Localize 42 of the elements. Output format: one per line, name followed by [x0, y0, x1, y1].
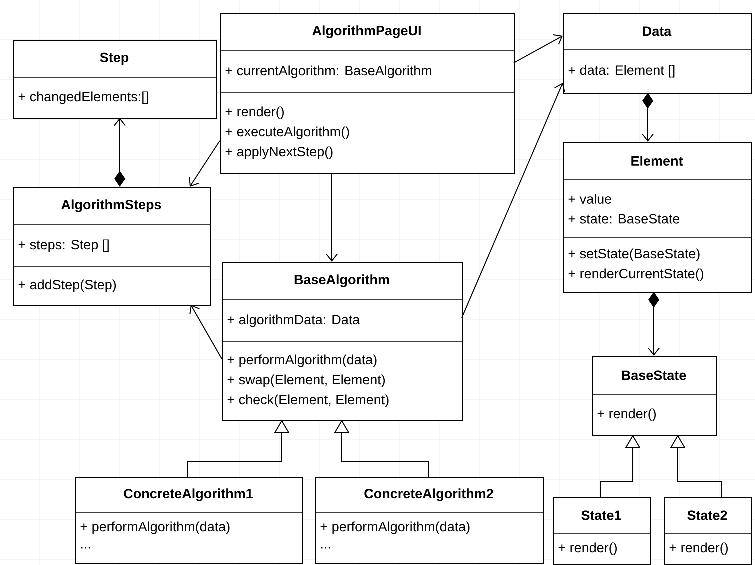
- member-text: + render(): [226, 106, 284, 120]
- member-text: + check(Element, Element): [228, 394, 389, 408]
- member-text: + steps: Step []: [18, 240, 109, 252]
- member-text: + data: Element []: [568, 65, 675, 78]
- association-arrow: [514, 34, 563, 64]
- member-text: + render(): [558, 542, 617, 556]
- member-text: ...: [81, 547, 90, 549]
- association-arrow: [189, 140, 220, 187]
- composition-arrow: [648, 292, 660, 356]
- member-text: + performAlgorithm(data): [228, 354, 377, 368]
- member-text: + render(): [598, 408, 656, 422]
- member-text: + value: [568, 194, 612, 204]
- member-text: ...: [321, 547, 330, 549]
- member-text: + render(): [670, 542, 728, 556]
- class-name: State2: [688, 510, 728, 520]
- class-name: Data: [643, 26, 672, 36]
- member-text: + changedElements:[]: [18, 92, 148, 104]
- class-name: Step: [100, 52, 129, 66]
- class-name: BaseState: [622, 370, 686, 380]
- class-name: ConcreteAlgorithm1: [124, 488, 253, 502]
- composition-arrow: [114, 118, 126, 187]
- association-arrow: [462, 83, 566, 318]
- member-text: + addStep(Step): [18, 280, 116, 292]
- member-text: + renderCurrentState(): [568, 268, 704, 282]
- member-text: + algorithmData: Data: [228, 314, 360, 328]
- member-text: + currentAlgorithm: BaseAlgorithm: [226, 66, 432, 78]
- member-text: + executeAlgorithm(): [226, 126, 350, 140]
- member-text: + performAlgorithm(data): [80, 522, 230, 534]
- composition-arrow: [642, 93, 654, 142]
- member-text: + applyNextStep(): [226, 146, 333, 160]
- association-arrow: [190, 305, 222, 360]
- class-name: AlgorithmPageUI: [312, 26, 421, 38]
- class-name: BaseAlgorithm: [294, 274, 390, 288]
- member-text: + swap(Element, Element): [228, 374, 386, 388]
- member-text: + state: BaseState: [568, 214, 680, 224]
- class-name: ConcreteAlgorithm2: [364, 488, 494, 502]
- class-name: State1: [582, 510, 622, 520]
- member-text: + performAlgorithm(data): [320, 522, 470, 534]
- class-name: Element: [632, 156, 684, 166]
- member-text: + setState(BaseState): [568, 248, 700, 262]
- class-name: AlgorithmSteps: [62, 200, 162, 212]
- association-arrow: [326, 172, 338, 262]
